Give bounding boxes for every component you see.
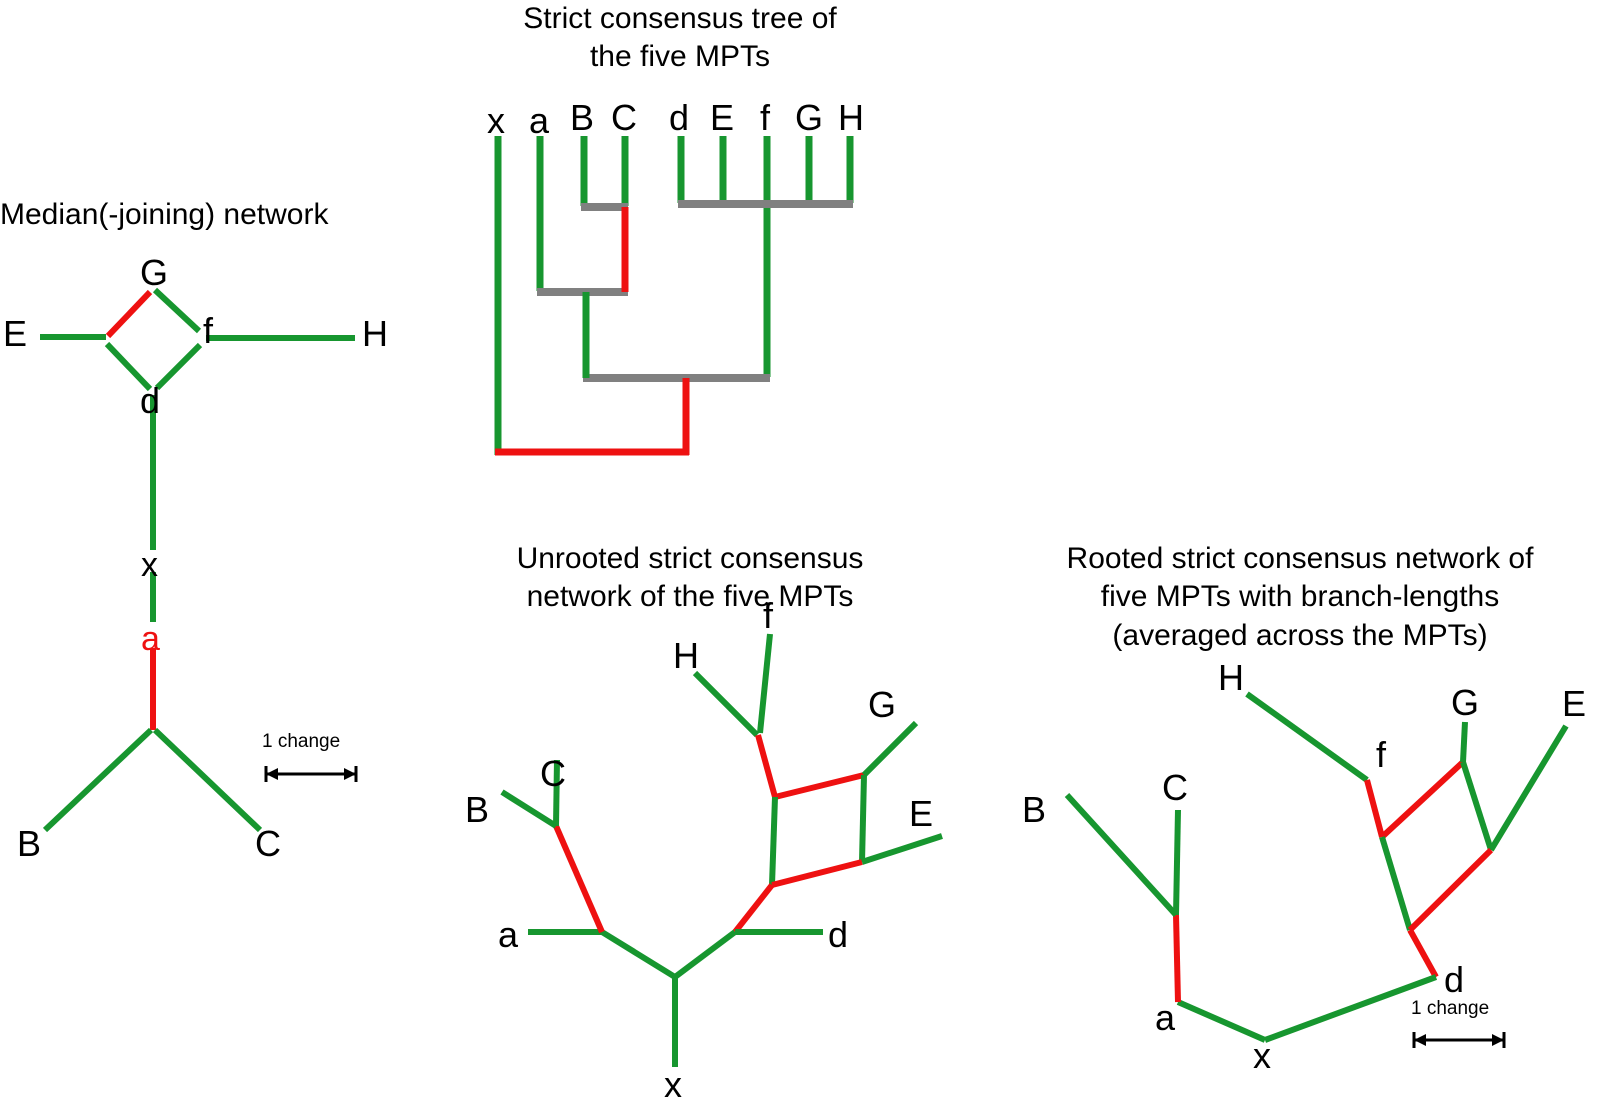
unrooted-branch-center-to-a-node [600,929,677,980]
tree-tip-label-a: a [529,100,550,141]
median-network-graphic [40,287,358,833]
median-label-G: G [140,252,169,293]
rooted-branch-to-d [1407,928,1439,979]
tree-tip-label-x: x [487,100,505,141]
rooted-label-G: G [1451,682,1480,723]
rooted-branch-G [1460,721,1468,763]
unrooted-box-edge-right [859,774,867,863]
median-scale-caption: 1 change [262,731,341,752]
unrooted-network-title: Unrooted strict consensus network of the… [516,542,864,614]
unrooted-label-x: x [664,1064,682,1105]
rooted-box-edge-lower-right [1407,847,1494,933]
rooted-branch-d-to-x [1263,974,1438,1043]
rooted-label-a: a [1155,997,1176,1038]
consensus-tree-graphic [494,136,854,456]
rooted-network-graphic [1064,691,1569,1048]
median-label-B: B [17,823,42,864]
rooted-branch-a-to-BC [1173,914,1181,1003]
consensus-tree-title: Strict consensus tree of the five MPTs [523,2,837,74]
rooted-box-edge-right [1460,761,1494,851]
unrooted-branch-G [861,720,919,778]
panel-median-network: Median(-joining) network [0,0,430,900]
median-label-a: a [141,620,160,658]
unrooted-branch-E [861,833,943,865]
rooted-label-H: H [1218,657,1244,698]
panel-unrooted-network: Unrooted strict consensus network of the… [450,530,990,1108]
rooted-label-E: E [1562,683,1587,724]
edge-d-to-E-node [104,341,153,392]
unrooted-label-f: f [763,595,774,636]
rooted-box-edge-upper-right [1379,759,1466,840]
edge-G-to-f [152,287,202,334]
unrooted-branch-box-to-d-node [732,883,775,934]
median-label-H: H [362,313,388,354]
scale-bar-arrowhead-left-rooted [1414,1034,1426,1046]
unrooted-label-B: B [465,789,490,830]
unrooted-box-edge-left [769,796,778,886]
tree-tip-label-f: f [760,97,771,138]
unrooted-branch-C [553,759,560,827]
branch-fork-to-B [42,727,154,833]
tree-tip-label-E: E [710,97,735,138]
unrooted-label-H: H [673,635,699,676]
unrooted-branch-Hf-stem [755,734,778,798]
scale-bar-arrowhead-right-median [344,768,356,780]
unrooted-branch-f [757,633,773,734]
rooted-branch-B [1064,792,1179,918]
edge-E-node-to-G [105,289,153,339]
unrooted-network-graphic [500,633,943,1067]
rooted-branch-C [1173,809,1181,916]
median-label-E: E [3,313,28,354]
median-label-C: C [255,823,281,864]
tree-tip-label-H: H [838,97,864,138]
unrooted-branch-a-node-to-BC [553,824,605,934]
tree-tip-label-d: d [669,97,690,138]
rooted-box-edge-left [1379,836,1413,931]
rooted-label-d: d [1444,959,1465,1000]
rooted-label-C: C [1162,767,1188,808]
panel-consensus-tree: Strict consensus tree of the five MPTs x [450,0,910,500]
scale-bar-arrowhead-left-median [266,768,278,780]
unrooted-label-G: G [868,684,897,725]
rooted-branch-E [1488,724,1569,852]
unrooted-branch-B [500,789,558,829]
rooted-label-x: x [1253,1035,1271,1076]
rooted-branch-x-to-a [1176,999,1267,1043]
unrooted-branch-d-node-to-center [673,929,737,980]
unrooted-label-C: C [540,753,566,794]
tree-tip-label-G: G [795,97,824,138]
tree-tip-label-C: C [611,97,637,138]
panel-rooted-network: Rooted strict consensus network of five … [1000,530,1600,1108]
median-label-f: f [203,310,214,351]
rooted-network-title: Rooted strict consensus network of five … [1066,542,1534,652]
unrooted-branch-H [692,670,760,738]
median-label-x: x [141,546,158,584]
rooted-branch-H [1245,691,1369,783]
rooted-label-f: f [1376,734,1387,775]
unrooted-label-d: d [828,914,849,955]
tree-tip-label-B: B [570,97,595,138]
median-label-d: d [140,380,161,421]
unrooted-box-edge-bottom [771,859,863,888]
unrooted-box-edge-top [774,772,865,800]
branch-fork-to-C [152,727,263,833]
unrooted-label-a: a [498,914,519,955]
rooted-label-B: B [1022,789,1047,830]
scale-bar-arrowhead-right-rooted [1492,1034,1504,1046]
median-network-title: Median(-joining) network [0,198,329,231]
rooted-branch-f-stem [1364,779,1385,838]
unrooted-label-E: E [909,793,934,834]
edge-f-to-d [154,342,203,391]
rooted-scale-caption: 1 change [1411,998,1490,1019]
